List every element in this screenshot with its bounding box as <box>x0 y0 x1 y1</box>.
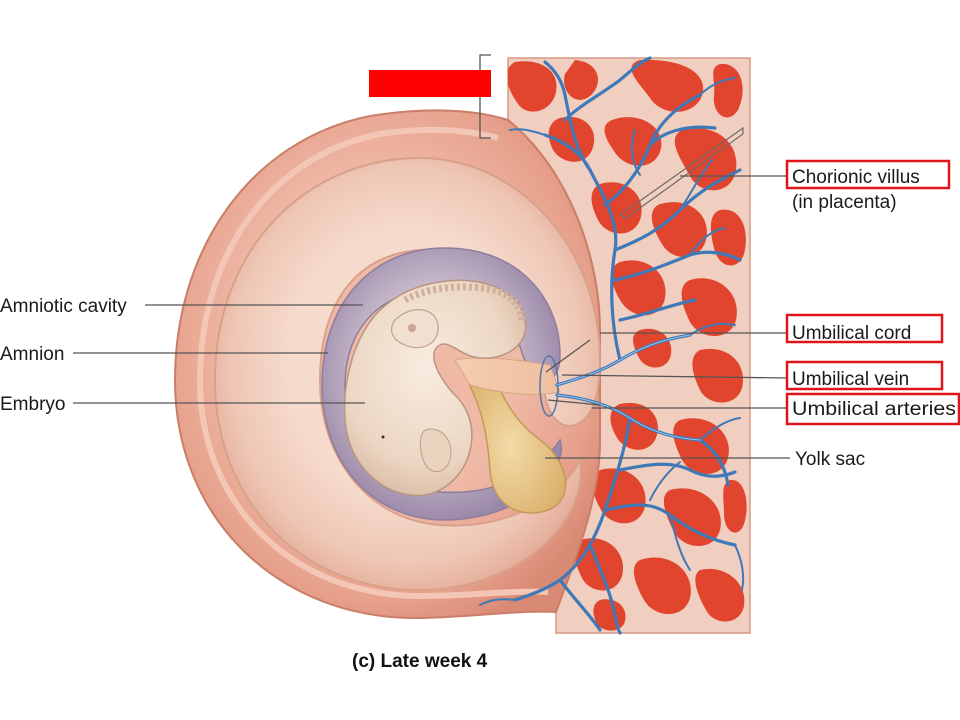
label-umbilical-arteries: Umbilical arteries <box>792 399 956 420</box>
label-umbilical-vein: Umbilical vein <box>792 369 909 390</box>
label-chorionic-villus: Chorionic villus <box>792 167 920 188</box>
label-embryo: Embryo <box>0 394 65 415</box>
label-amniotic-cavity: Amniotic cavity <box>0 296 127 317</box>
highlight-umbilical-arteries <box>785 392 960 426</box>
labels: Chorionic villus (in placenta) Umbilical… <box>0 167 956 672</box>
fetal-vessels <box>479 56 745 635</box>
label-yolk-sac: Yolk sac <box>795 449 865 470</box>
label-in-placenta: (in placenta) <box>792 192 897 213</box>
label-umbilical-cord: Umbilical cord <box>792 323 911 344</box>
highlight-chorionic-villus <box>785 159 951 190</box>
embryo <box>343 279 527 497</box>
highlight-umbilical-cord <box>785 313 944 344</box>
leader-lines <box>73 175 790 459</box>
redaction-bar <box>369 70 491 97</box>
figure-caption: (c) Late week 4 <box>352 651 488 672</box>
highlight-boxes <box>785 159 960 426</box>
label-amnion: Amnion <box>0 344 64 365</box>
highlight-umbilical-vein <box>785 360 944 391</box>
